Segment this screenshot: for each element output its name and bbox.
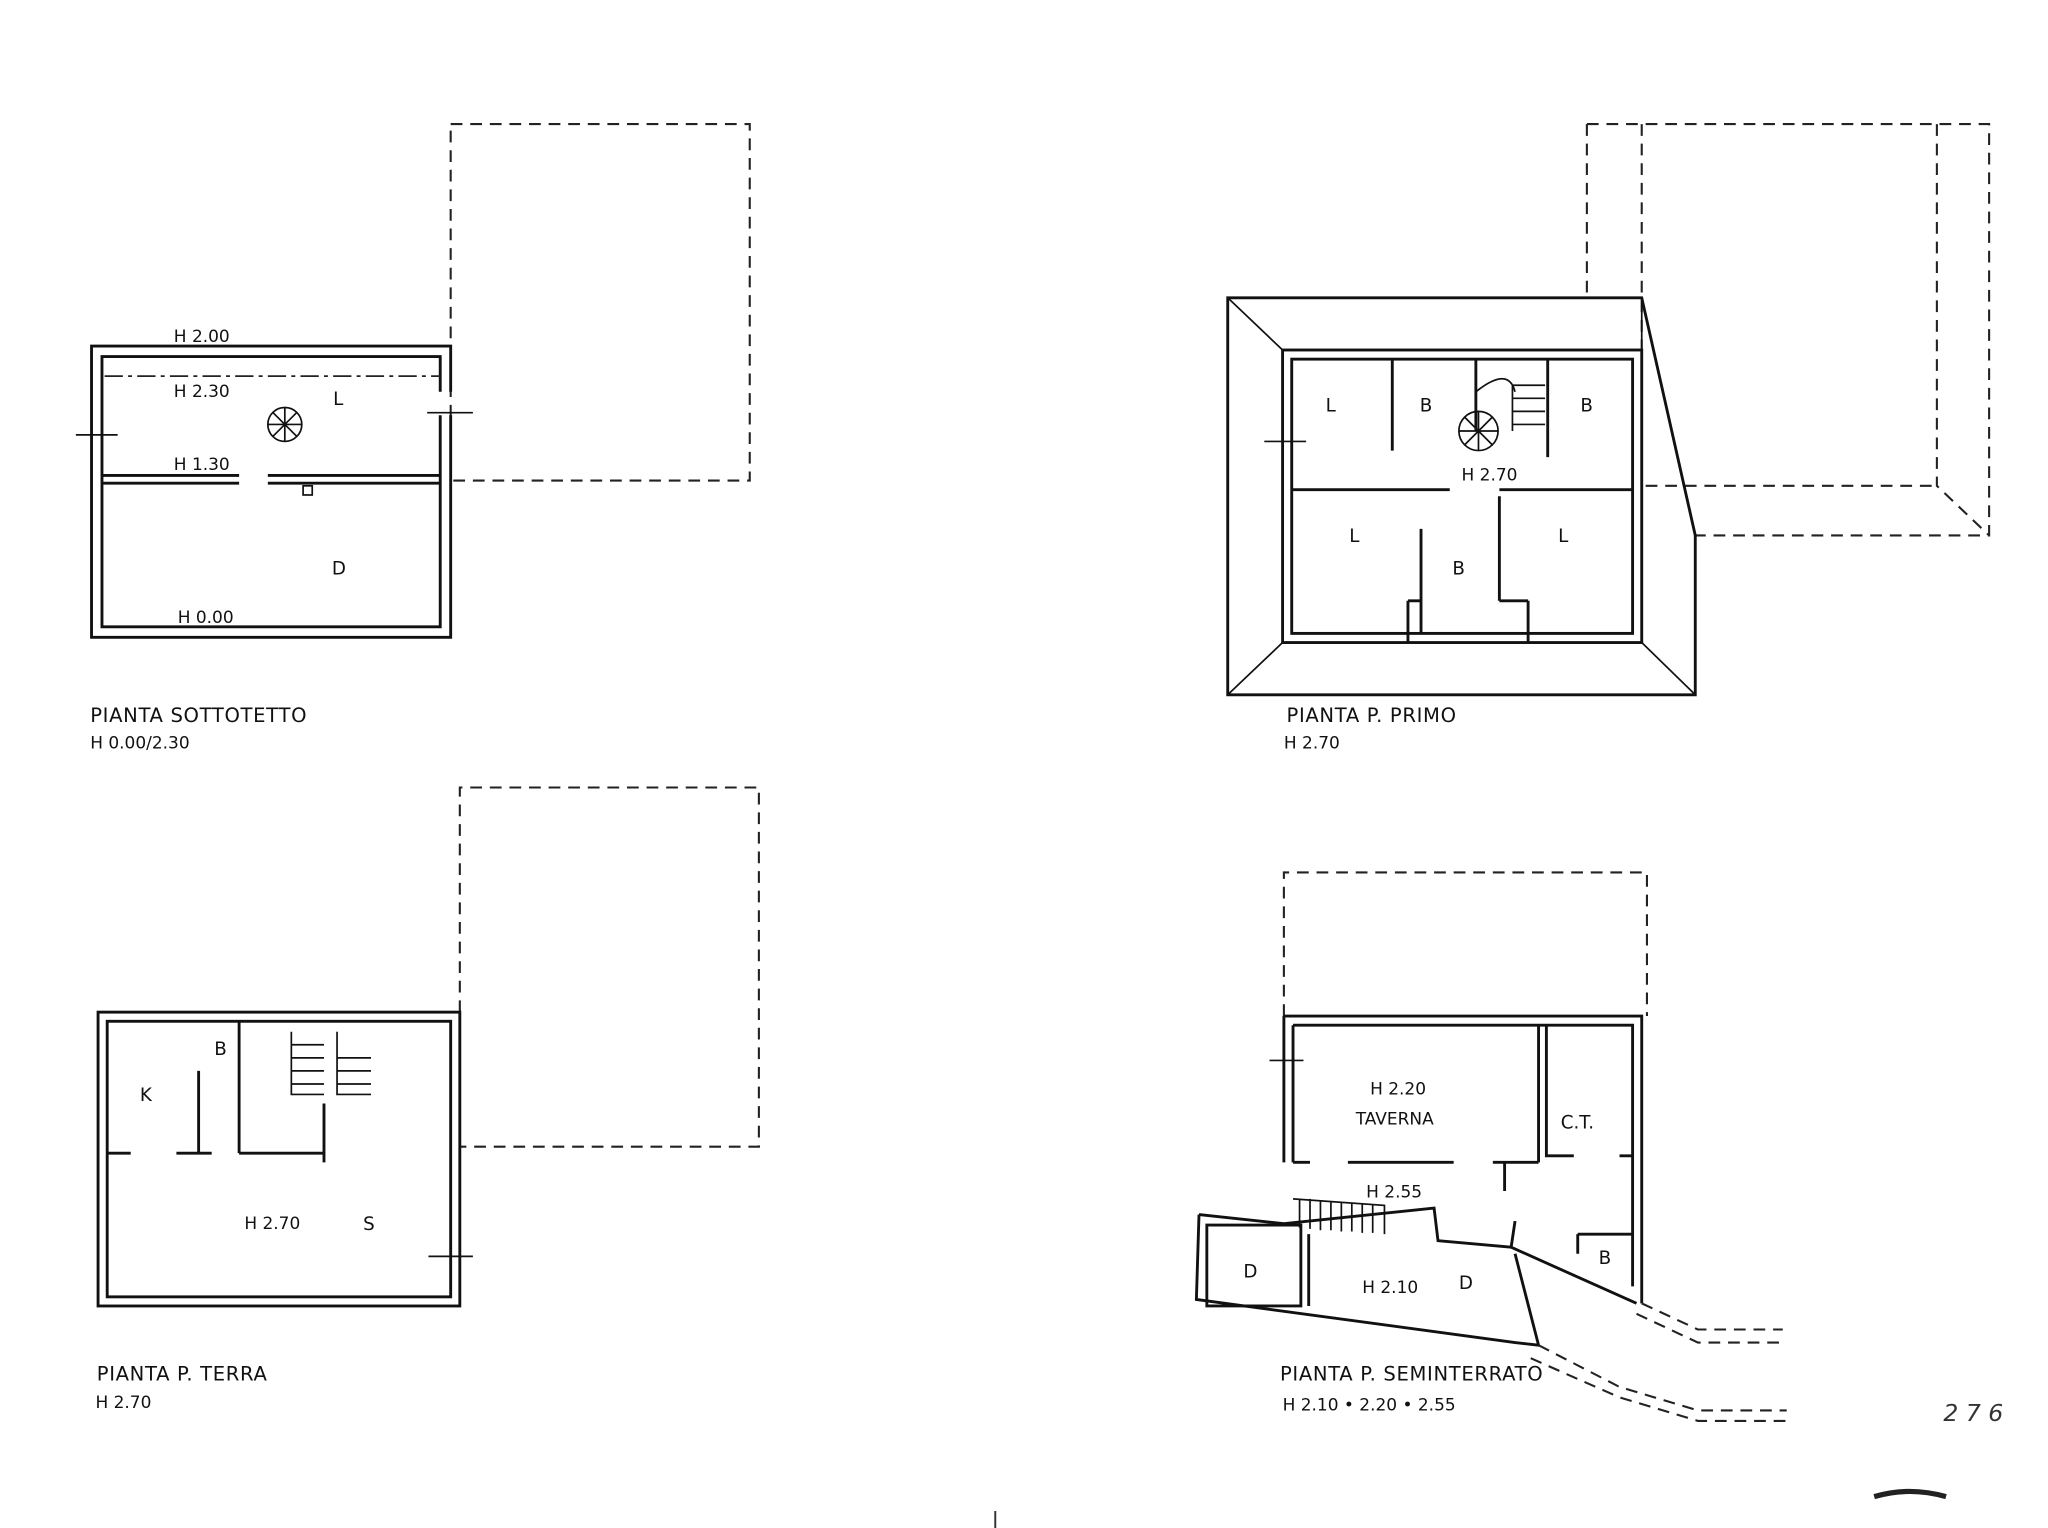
plan-sottotetto: H 2.00 H 2.30 H 1.30 H 0.00 L D PIANTA S… xyxy=(75,123,751,753)
outline-dashed-annex xyxy=(449,123,751,482)
chimney-icon xyxy=(302,484,314,496)
height-label: H 2.20 xyxy=(1370,1079,1426,1099)
stair-icon xyxy=(290,1031,372,1096)
spiral-stair-icon xyxy=(266,406,303,443)
roof-outline xyxy=(1226,296,1697,697)
height-label: H 2.10 xyxy=(1362,1278,1418,1298)
room-label: L xyxy=(1349,526,1360,547)
room-label: D xyxy=(1243,1261,1257,1282)
room-label: B xyxy=(1580,395,1593,416)
plan-height: H 2.70 xyxy=(95,1393,151,1413)
outer-wall xyxy=(96,1010,462,1308)
height-label: H 2.55 xyxy=(1366,1183,1422,1203)
partition-wall xyxy=(101,473,441,485)
plan-title: PIANTA P. PRIMO xyxy=(1287,704,1457,727)
plan-title: PIANTA SOTTOTETTO xyxy=(90,704,307,727)
room-label: S xyxy=(363,1214,375,1235)
plan-seminterrato: H 2.20 TAVERNA C.T. H 2.55 D H 2.10 D B … xyxy=(1194,871,1787,1422)
spiral-stair-icon xyxy=(1458,410,1499,452)
stair-icon xyxy=(1292,1198,1386,1235)
room-label: L xyxy=(333,389,344,410)
room-label: TAVERNA xyxy=(1355,1109,1434,1129)
room-label: C.T. xyxy=(1561,1112,1594,1133)
plan-terra: K B H 2.70 S PIANTA P. TERRA H 2.70 xyxy=(95,786,760,1413)
height-label: H 2.00 xyxy=(174,327,230,347)
room-label: L xyxy=(1558,526,1569,547)
room-label: B xyxy=(214,1039,227,1060)
outer-wall xyxy=(90,344,453,639)
height-label: H 1.30 xyxy=(174,455,230,475)
room-label: B xyxy=(1599,1248,1612,1269)
room-label: K xyxy=(140,1085,153,1106)
plan-title: PIANTA P. TERRA xyxy=(97,1362,268,1385)
scan-mark xyxy=(1873,1488,1947,1500)
page-number: 2 7 6 xyxy=(1943,1399,2003,1427)
height-label: H 0.00 xyxy=(178,608,234,628)
room-label: D xyxy=(1459,1273,1473,1294)
height-label: H 2.70 xyxy=(244,1214,300,1234)
height-label: H 2.30 xyxy=(174,382,230,402)
plan-height: H 0.00/2.30 xyxy=(90,733,189,753)
stair-icon xyxy=(1475,377,1546,431)
room-label: B xyxy=(1420,395,1433,416)
plan-title: PIANTA P. SEMINTERRATO xyxy=(1280,1362,1543,1385)
room-label: B xyxy=(1452,559,1465,580)
plan-primo: L B B H 2.70 L B L PIANTA P. PRIMO H 2.7… xyxy=(1226,123,1991,753)
plan-height: H 2.10 • 2.20 • 2.55 xyxy=(1283,1395,1456,1415)
outer-wall xyxy=(1281,348,1644,644)
room-label: D xyxy=(332,559,346,580)
plan-height: H 2.70 xyxy=(1284,733,1340,753)
height-label: H 2.70 xyxy=(1462,466,1518,486)
room-label: L xyxy=(1326,395,1337,416)
outer-wall xyxy=(1282,1014,1644,1304)
